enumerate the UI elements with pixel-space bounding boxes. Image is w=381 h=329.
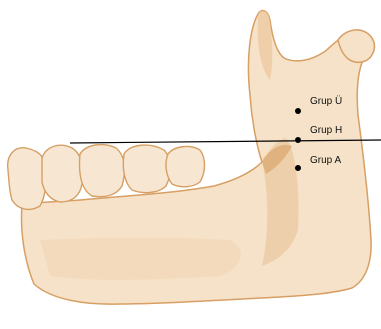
tooth xyxy=(8,148,46,210)
point-upper xyxy=(295,108,301,114)
body-shading xyxy=(40,238,241,280)
tooth xyxy=(42,145,83,202)
tooth xyxy=(123,145,170,193)
label-lower: Grup A xyxy=(310,155,341,166)
label-upper: Grup Ü xyxy=(310,95,342,107)
tooth xyxy=(166,147,205,187)
label-middle: Grup H xyxy=(310,125,342,136)
tooth xyxy=(80,145,125,197)
point-middle xyxy=(295,137,301,143)
point-lower xyxy=(295,165,301,171)
